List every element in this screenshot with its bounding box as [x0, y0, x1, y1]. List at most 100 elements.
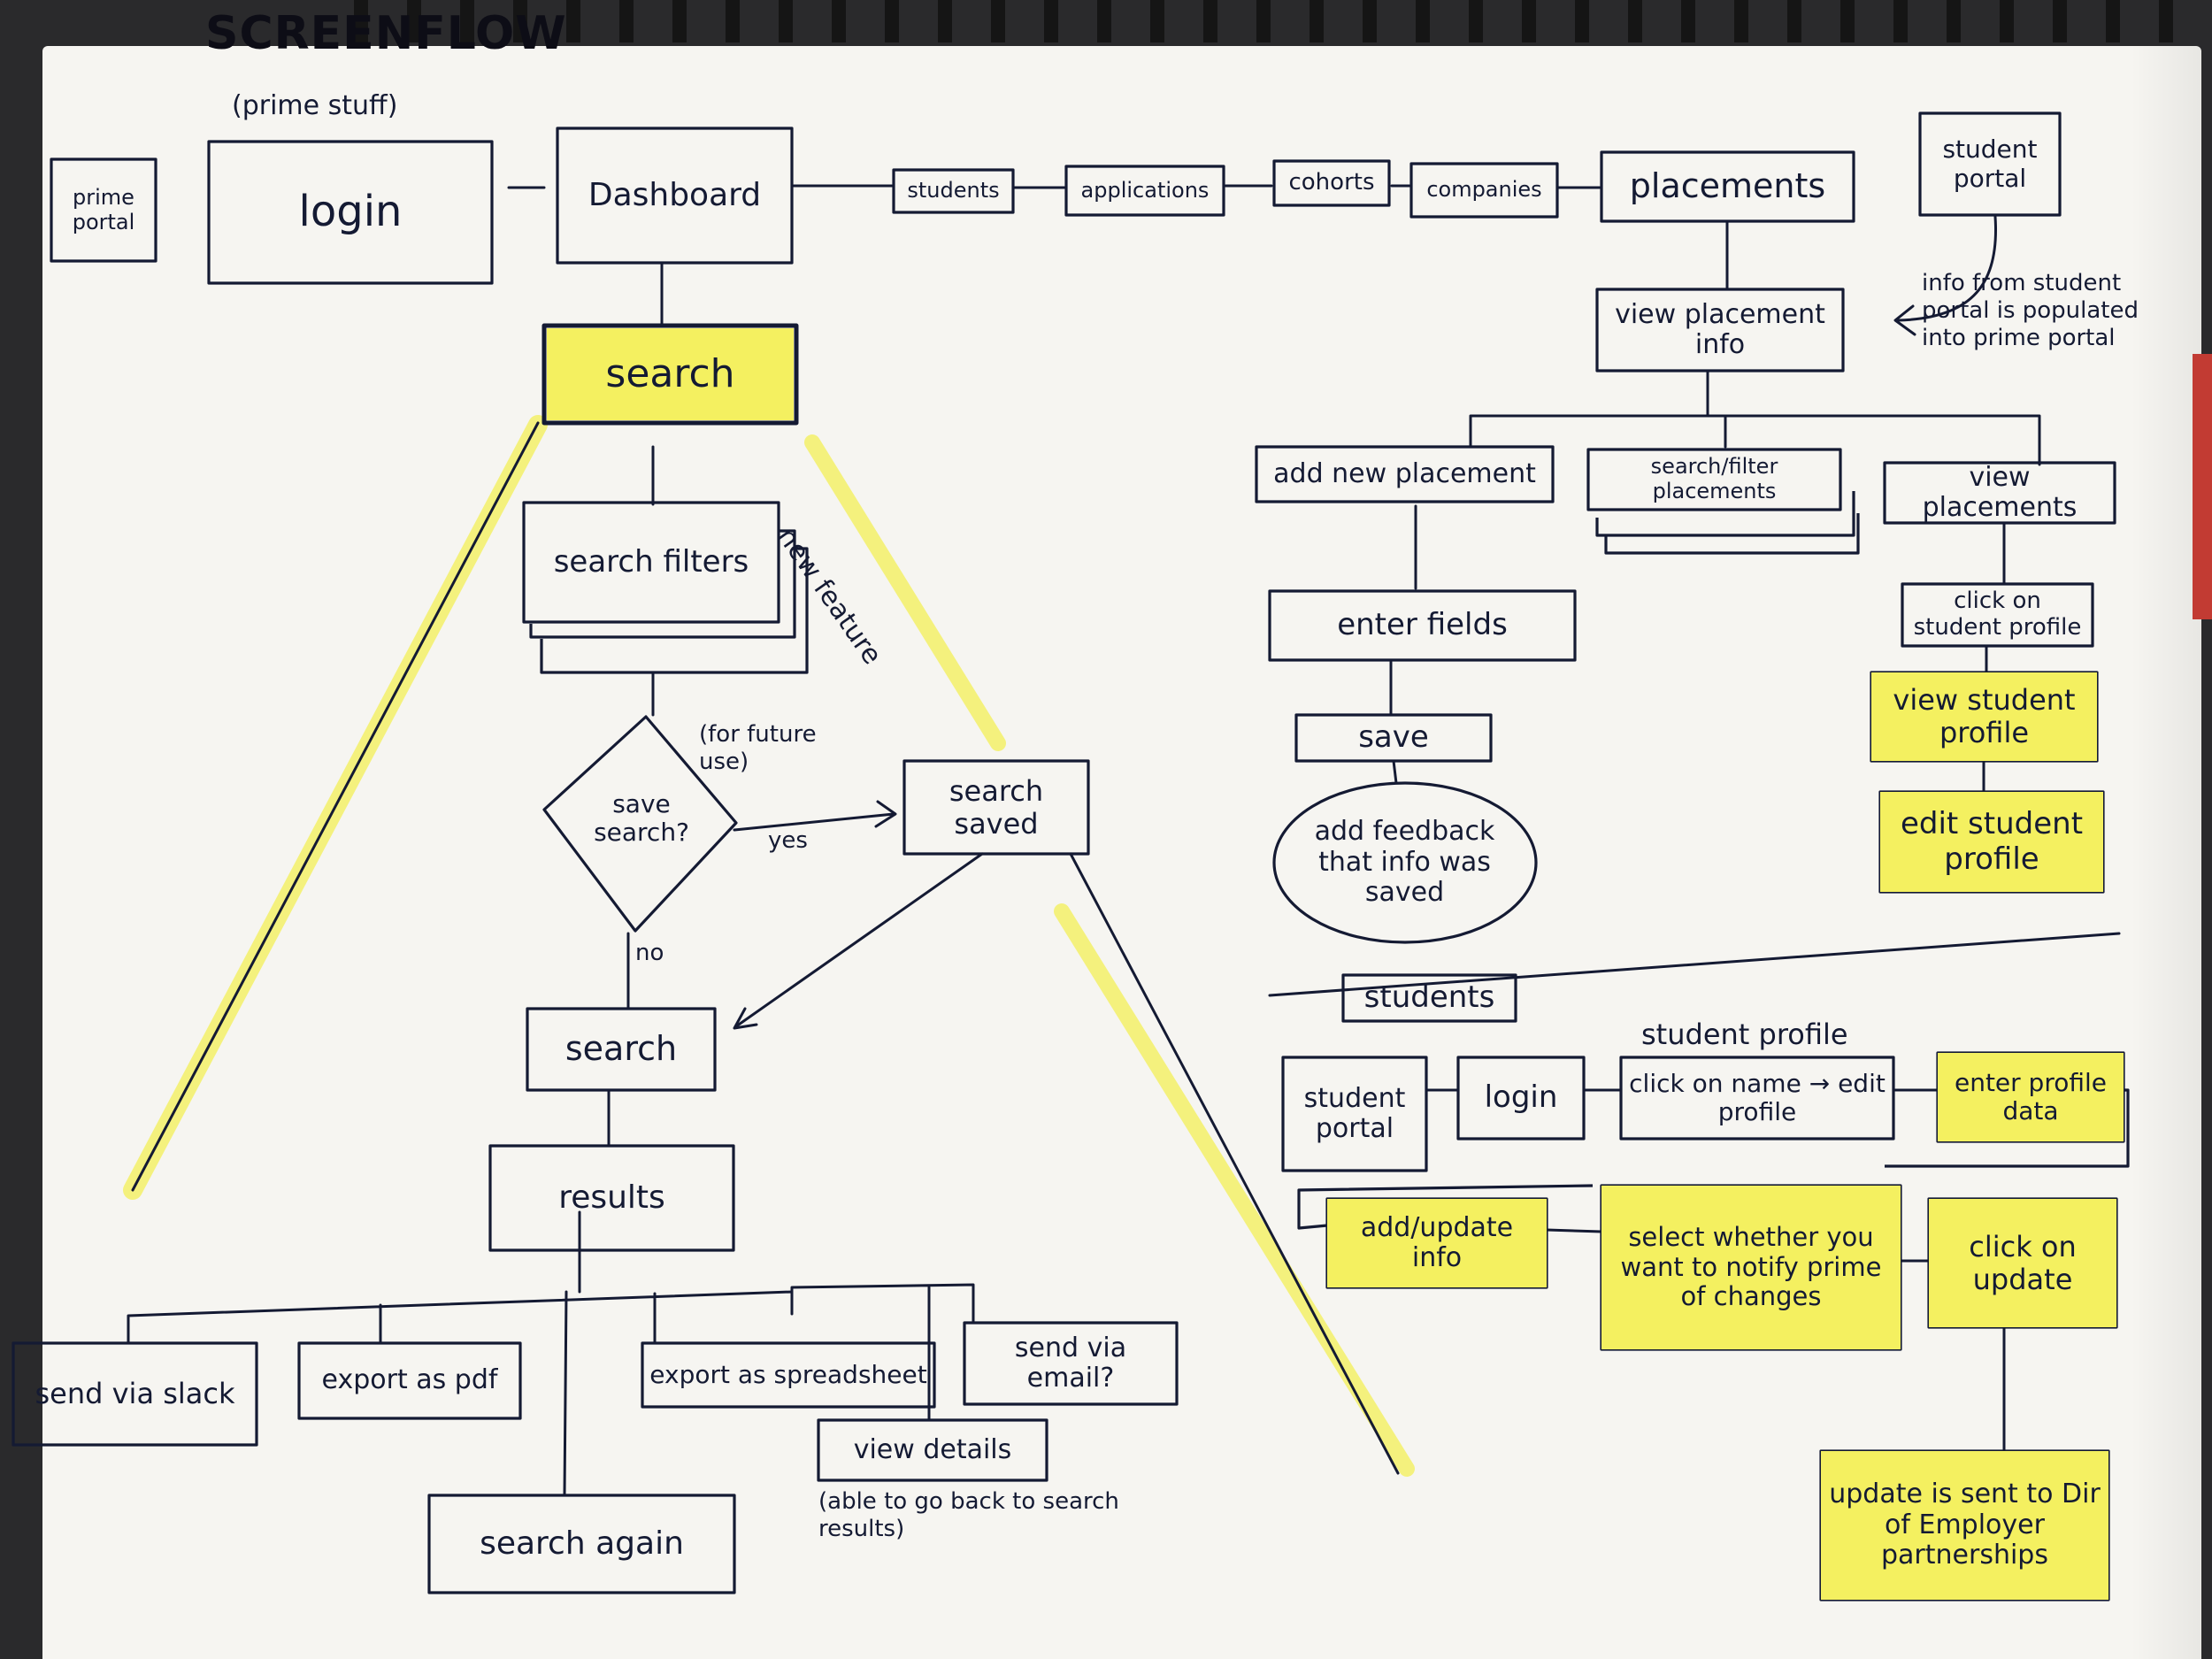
node-label: add/update info — [1360, 1211, 1514, 1273]
node-view-placements: view placements — [1885, 463, 2115, 523]
shape-send-via-slack — [12, 1341, 258, 1447]
node-label: student portal — [1303, 1082, 1406, 1144]
node-label: send via email? — [1014, 1332, 1127, 1394]
arrowhead-search-step — [733, 1007, 758, 1030]
node-label: view details — [853, 1433, 1012, 1465]
node-label: save — [1358, 719, 1429, 756]
node-add-new-placement: add new placement — [1256, 447, 1553, 502]
shape-students-section — [1341, 973, 1517, 1023]
shape-sp-login — [1456, 1056, 1586, 1141]
node-label: view student profile — [1893, 683, 2076, 749]
shape-dashboard — [556, 127, 794, 265]
notebook-page — [42, 46, 2201, 1659]
node-label: export as pdf — [321, 1364, 498, 1396]
edge-save-feedback — [1392, 759, 1398, 785]
node-save: save — [1296, 715, 1491, 761]
node-placements-tab: placements — [1601, 152, 1854, 221]
annotation-student-profile: student profile — [1641, 1018, 1848, 1051]
section-divider — [1268, 932, 2121, 997]
shape-view-placement-info — [1595, 288, 1845, 373]
shape-add-new-placement — [1255, 445, 1555, 503]
node-companies-tab: companies — [1411, 164, 1557, 217]
section-label: students — [1363, 979, 1495, 1016]
node-label: applications — [1080, 177, 1210, 203]
node-label: companies — [1426, 177, 1542, 203]
shape-sp-bracket-left — [1297, 1184, 1594, 1230]
node-label: placements — [1629, 166, 1826, 206]
node-applications-tab: applications — [1066, 166, 1224, 215]
annotation-no: no — [635, 940, 664, 966]
node-export-as-spreadsheet: export as spreadsheet — [642, 1343, 934, 1407]
shape-student-portal-top — [1918, 111, 2062, 217]
edge-studentportal-viewinfo — [1896, 215, 1998, 322]
node-label: login — [1484, 1079, 1558, 1116]
section-header-students: students — [1343, 975, 1516, 1021]
node-send-via-email: send via email? — [964, 1323, 1177, 1404]
node-dashboard: Dashboard — [557, 128, 792, 263]
node-sp-select-notify: select whether you want to notify prime … — [1601, 1186, 1901, 1349]
annotation-for-future-use: (for future use) — [699, 721, 817, 776]
node-sp-student-portal: student portal — [1283, 1057, 1426, 1171]
edge-decision-saved — [733, 812, 895, 832]
node-student-portal-top: student portal — [1920, 113, 2060, 215]
node-sp-update-sent: update is sent to Dir of Employer partne… — [1821, 1451, 2108, 1600]
shape-search-saved — [902, 759, 1090, 856]
node-login: login — [209, 142, 492, 283]
connectors — [127, 184, 2121, 1497]
shape-export-as-pdf — [297, 1341, 522, 1420]
node-label: view placement info — [1615, 298, 1825, 360]
node-label: save search? — [594, 788, 689, 847]
shape-view-placements — [1883, 461, 2116, 525]
shape-sp-bracket-right — [1885, 1088, 2130, 1168]
edge-results-branch — [127, 1210, 975, 1422]
node-sp-login: login — [1458, 1057, 1584, 1139]
node-export-as-pdf: export as pdf — [299, 1343, 520, 1418]
annotation-info-from-student-portal: info from student portal is populated in… — [1922, 270, 2139, 352]
shape-search-step — [526, 1007, 717, 1092]
edge-search-newfeature-left — [131, 421, 540, 1192]
edge-viewinfo-branch — [1469, 370, 2041, 466]
node-label: edit student profile — [1900, 806, 2084, 877]
node-view-placement-info: view placement info — [1597, 289, 1843, 371]
node-search-step: search — [527, 1009, 715, 1090]
node-label: Dashboard — [588, 177, 762, 214]
page-title: SCREENFLOW — [205, 7, 567, 60]
node-results: results — [490, 1146, 733, 1250]
node-search-again: search again — [429, 1495, 734, 1593]
shape-send-via-email — [963, 1321, 1179, 1406]
shape-search-filter-stack — [1595, 491, 1860, 555]
node-sp-add-update-info: add/update info — [1327, 1199, 1547, 1287]
node-label: enter fields — [1337, 607, 1508, 643]
notebook-spiral-binding — [354, 0, 2212, 42]
node-label: cohorts — [1288, 169, 1375, 196]
arrowhead-viewinfo — [1893, 304, 1916, 336]
notebook-back-cover — [2193, 354, 2212, 619]
shape-add-feedback — [1272, 781, 1538, 944]
node-label: search filters — [553, 543, 749, 580]
node-shapes — [12, 111, 2130, 1601]
node-label: add new placement — [1273, 457, 1536, 489]
node-send-via-slack: send via slack — [13, 1343, 257, 1445]
annotation-able-to-go-back: (able to go back to search results) — [818, 1488, 1119, 1543]
shape-sp-student-portal — [1281, 1056, 1428, 1172]
edge-sp-addupdate-select — [1545, 1228, 1603, 1233]
node-label: search — [605, 350, 735, 396]
shape-sp-click-on-name — [1619, 1056, 1895, 1141]
node-enter-fields: enter fields — [1270, 591, 1575, 660]
node-label: select whether you want to notify prime … — [1620, 1222, 1882, 1312]
node-label: view placements — [1922, 463, 2078, 523]
node-view-details: view details — [818, 1420, 1047, 1480]
node-search-filter-placements: search/filter placements — [1588, 449, 1840, 510]
shape-save-search-decision — [542, 715, 738, 933]
node-sp-click-update: click on update — [1929, 1199, 2116, 1327]
node-label: login — [298, 187, 403, 237]
shape-login — [207, 140, 494, 285]
edge-results-searchagain — [563, 1290, 568, 1497]
edge-saved-search — [734, 852, 984, 1028]
shape-prime-portal — [50, 157, 157, 263]
node-label: students — [907, 178, 1000, 204]
node-sp-click-on-name: click on name → edit profile — [1621, 1057, 1893, 1139]
shape-applications-tab — [1064, 165, 1225, 217]
shape-search-main — [541, 323, 799, 426]
annotation-prime-stuff: (prime stuff) — [232, 90, 398, 121]
